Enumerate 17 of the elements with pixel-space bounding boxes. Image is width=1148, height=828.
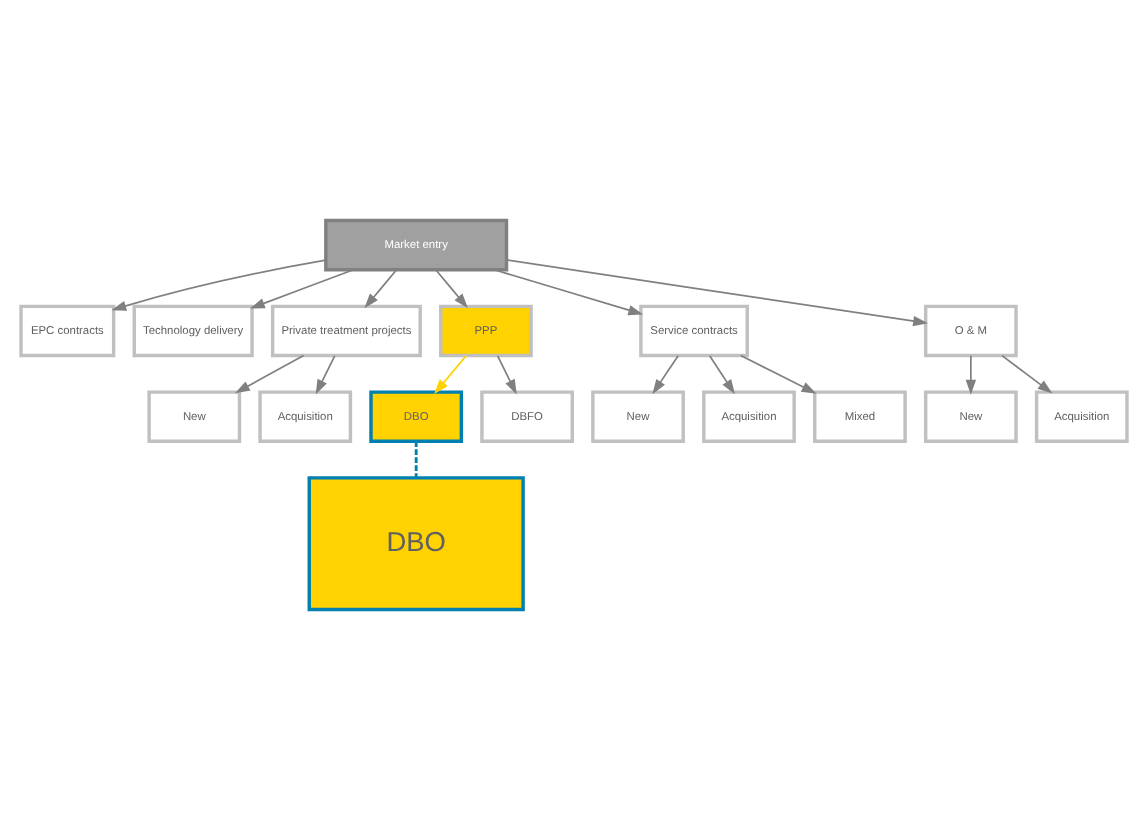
arrow: [1001, 353, 1053, 393]
arrow: [235, 353, 305, 393]
arrow: [111, 258, 327, 310]
arrow: [652, 353, 680, 394]
arrow: [965, 353, 977, 394]
arrow: [364, 268, 398, 308]
arrow: [493, 267, 644, 315]
arrow: [739, 353, 817, 393]
arrow: [708, 353, 735, 394]
node-box: DBO: [307, 475, 525, 611]
arrow: [434, 353, 467, 394]
arrow: [505, 258, 928, 326]
connector: [414, 440, 418, 477]
arrow: [435, 268, 468, 308]
arrow: [496, 353, 517, 394]
arrow: [315, 353, 336, 394]
arrow: [249, 267, 355, 308]
